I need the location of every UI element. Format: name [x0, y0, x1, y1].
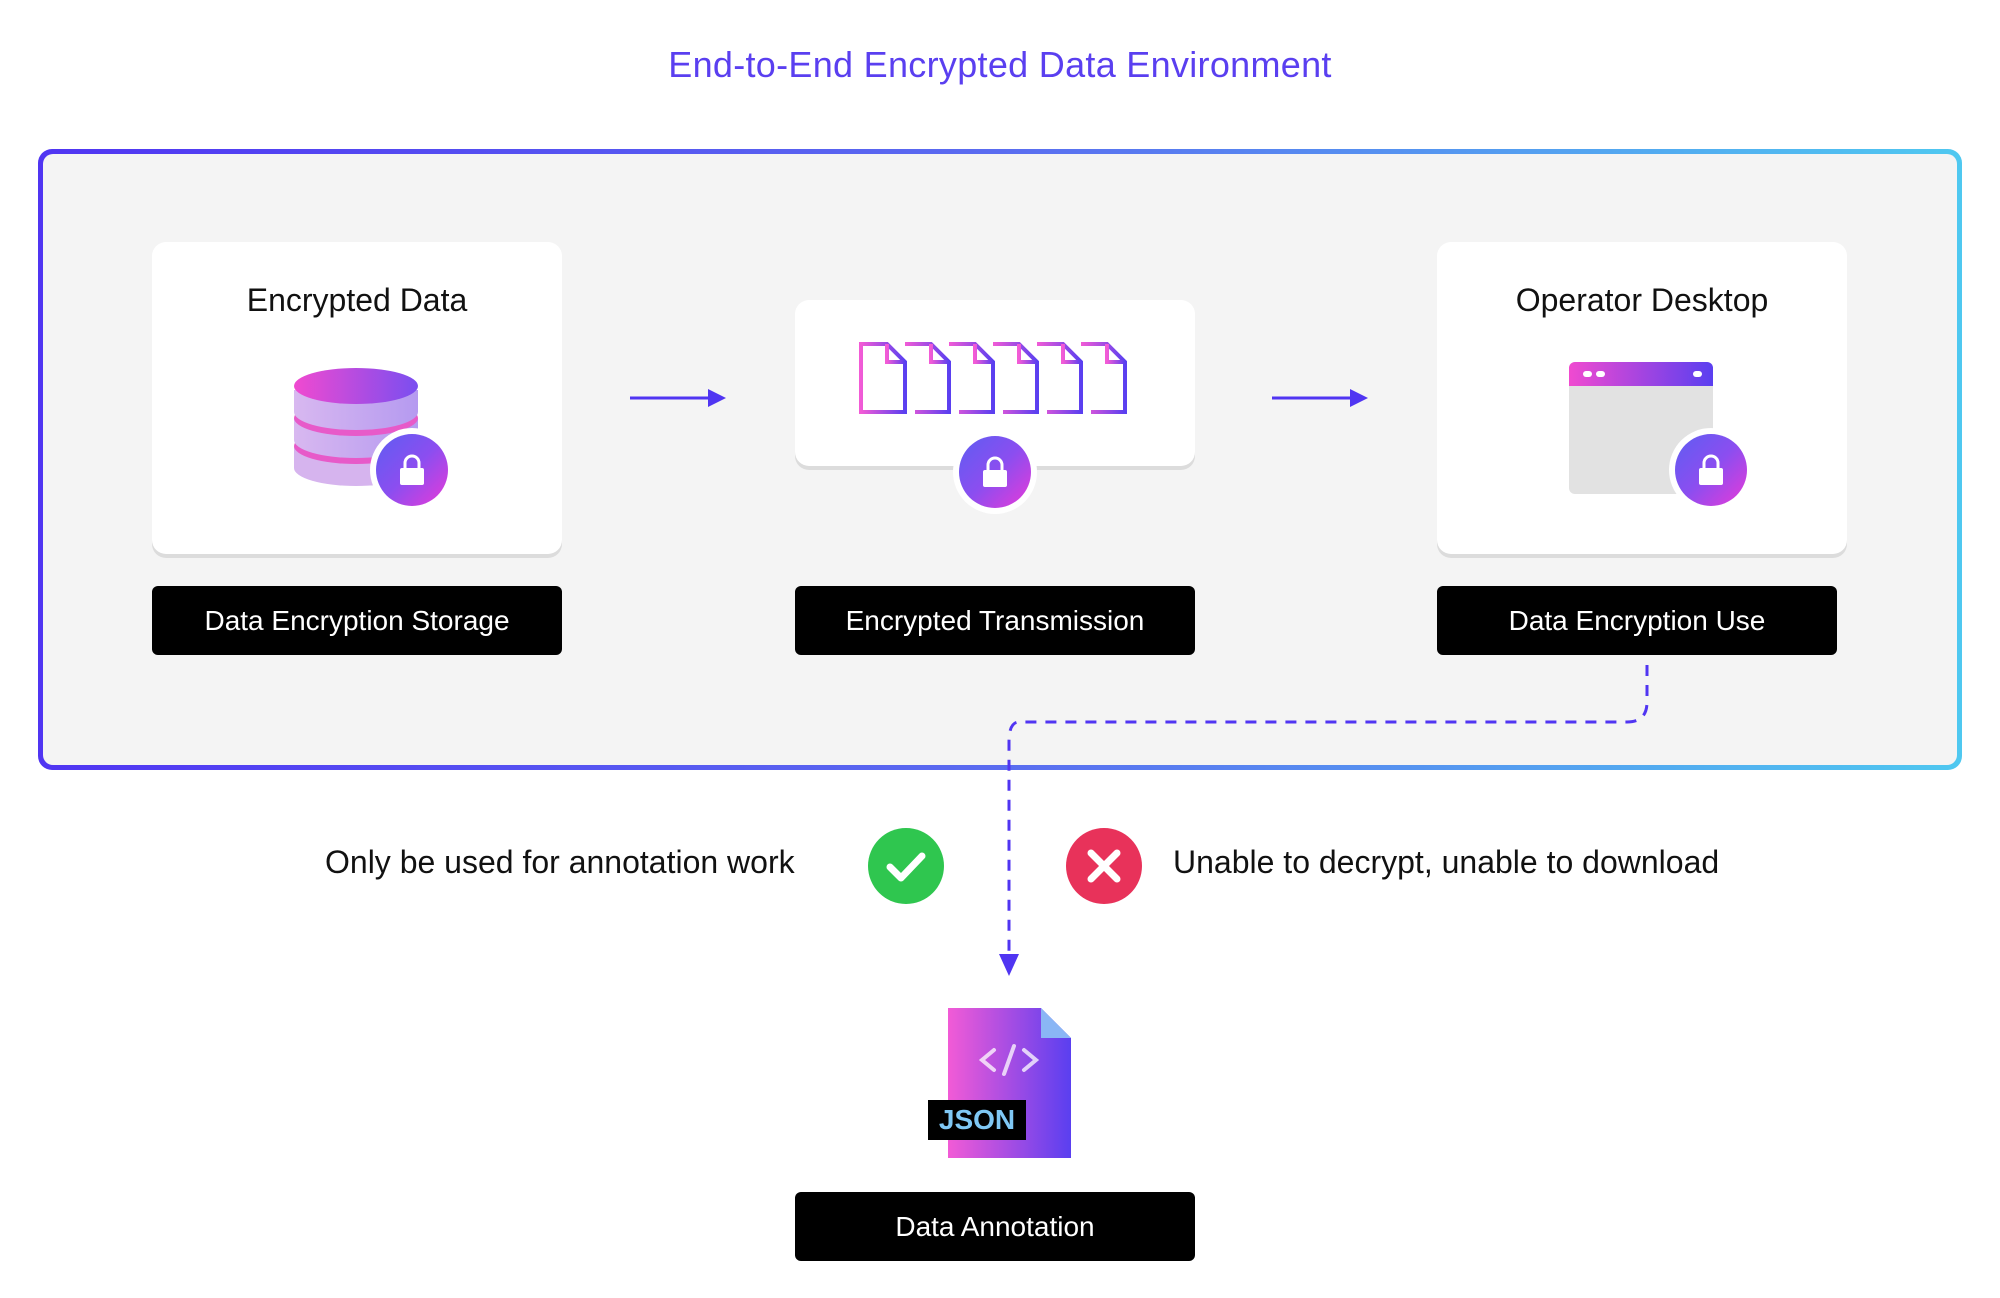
- lock-icon: [1699, 454, 1723, 485]
- denied-note: Unable to decrypt, unable to download: [1173, 844, 1720, 880]
- allowed-note: Only be used for annotation work: [325, 844, 795, 880]
- encrypted-transmission-card: [795, 300, 1195, 514]
- dashed-flow-arrow: [999, 665, 1649, 976]
- json-badge: JSON: [938, 1104, 1016, 1135]
- check-icon: [868, 828, 944, 904]
- lock-badge: [370, 428, 454, 512]
- encrypted-data-title: Encrypted Data: [246, 282, 468, 318]
- lock-badge: [1669, 428, 1753, 512]
- data-encryption-use-label: Data Encryption Use: [1437, 586, 1837, 655]
- operator-desktop-card: Operator Desktop: [1437, 242, 1847, 554]
- json-file-icon: [928, 1008, 1071, 1158]
- lock-icon: [400, 454, 424, 485]
- arrow-right-icon: [630, 389, 726, 407]
- page-title: End-to-End Encrypted Data Environment: [668, 44, 1332, 85]
- data-encryption-storage-label: Data Encryption Storage: [152, 586, 562, 655]
- data-annotation-label: Data Annotation: [795, 1192, 1195, 1261]
- operator-desktop-title: Operator Desktop: [1515, 282, 1769, 318]
- lock-badge: [953, 430, 1037, 514]
- documents-icon: [859, 342, 1127, 414]
- lock-icon: [983, 456, 1007, 487]
- arrow-right-icon: [1272, 389, 1368, 407]
- cross-icon: [1066, 828, 1142, 904]
- encrypted-data-card: Encrypted Data: [152, 242, 562, 554]
- encrypted-transmission-label: Encrypted Transmission: [795, 586, 1195, 655]
